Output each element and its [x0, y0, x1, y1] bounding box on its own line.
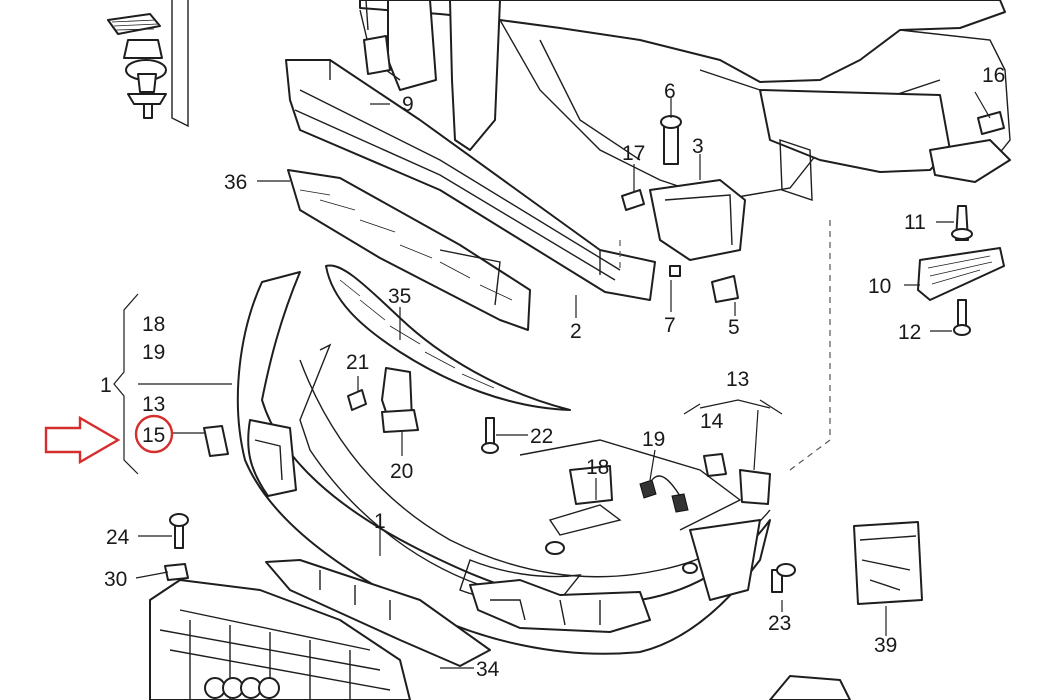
- callout-30: 30: [104, 568, 127, 591]
- bracket-fragment: [769, 675, 851, 700]
- assembly-dashed-lines: [619, 220, 831, 471]
- callout-18-right: 18: [586, 456, 609, 479]
- callout-1-left: 1: [100, 374, 112, 397]
- trim-strip-upper: [325, 264, 571, 411]
- callout-22: 22: [530, 425, 553, 448]
- center-bracket: [347, 367, 499, 454]
- callout-13-right: 13: [726, 368, 749, 391]
- callout-20: 20: [390, 460, 413, 483]
- bumper-fixings: [639, 453, 771, 513]
- fastener-column: [107, 0, 189, 128]
- highlight-marker: [44, 414, 174, 465]
- side-guide-bracket: [917, 111, 1011, 336]
- callout-35: 35: [388, 285, 411, 308]
- callout-3: 3: [692, 135, 704, 158]
- lock-carrier: [359, 0, 1011, 201]
- callout-24: 24: [106, 526, 130, 549]
- callout-9: 9: [402, 93, 414, 116]
- callout-36: 36: [224, 171, 247, 194]
- callout-5: 5: [728, 316, 740, 339]
- callout-15: 15: [142, 424, 165, 447]
- side-trim-lower: [689, 519, 796, 601]
- bumper-cover: [203, 271, 771, 655]
- callout-23: 23: [768, 612, 791, 635]
- callout-2: 2: [570, 320, 582, 343]
- bumper-beam: [285, 59, 656, 301]
- callout-11: 11: [904, 211, 926, 234]
- callout-12: 12: [898, 321, 921, 344]
- callout-19-right: 19: [642, 428, 665, 451]
- callout-6: 6: [664, 80, 676, 103]
- highlight-circle: [134, 414, 174, 454]
- highlight-arrow: [44, 415, 121, 465]
- callout-7: 7: [664, 314, 676, 337]
- callout-13-left: 13: [142, 393, 165, 416]
- radiator-grille: [149, 513, 411, 700]
- callout-39: 39: [874, 634, 897, 657]
- parts-bag: [853, 521, 923, 605]
- callout-21: 21: [346, 351, 369, 374]
- callout-14: 14: [700, 410, 724, 433]
- callout-34: 34: [476, 658, 500, 681]
- callout-1-bottom: 1: [374, 510, 386, 533]
- callout-19-left: 19: [142, 341, 165, 364]
- callout-18-left: 18: [142, 313, 165, 336]
- callout-labels: 16 9 6 17 3 36 11 10 12 35 2 7 5 18 19 1…: [100, 64, 1005, 681]
- leader-lines: [113, 91, 991, 669]
- callout-10: 10: [868, 275, 891, 298]
- mounting-bracket: [621, 115, 746, 303]
- trim-strip-lower: [265, 559, 491, 667]
- callout-16: 16: [982, 64, 1005, 87]
- callout-17: 17: [622, 142, 645, 165]
- mounting-rail: [287, 169, 531, 331]
